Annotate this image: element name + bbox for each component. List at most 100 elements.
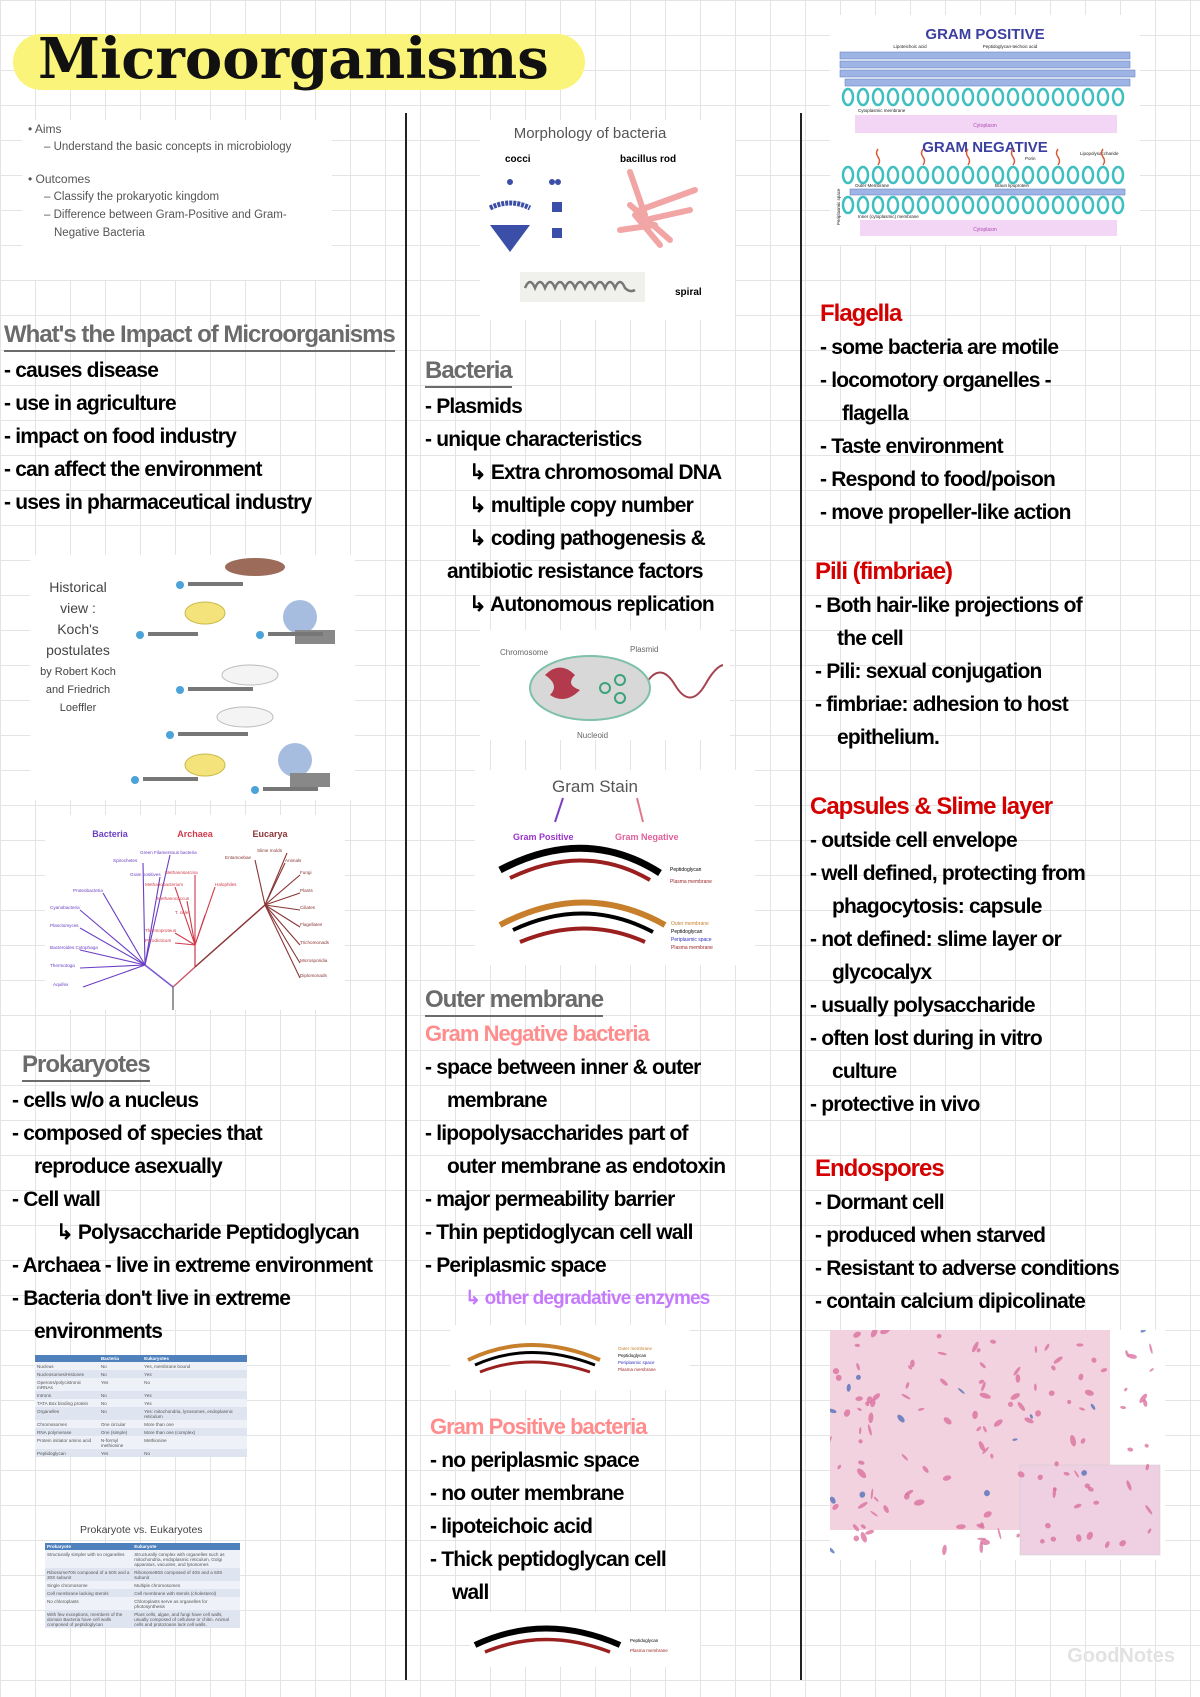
stained-cell — [979, 1362, 986, 1369]
note-line: - Periplasmic space — [425, 1254, 607, 1277]
note-line: - often lost during in vitro — [810, 1027, 1043, 1050]
stained-cell — [978, 1441, 986, 1452]
gram-positive-label: Gram Positive — [513, 832, 574, 842]
stained-cell — [1119, 1540, 1126, 1547]
gram-stain-title: Gram Stain — [552, 777, 638, 796]
cytoplasm-band — [860, 220, 1117, 236]
wall-label: Lipopolysaccharide — [1080, 151, 1119, 156]
cell-label: Nucleoid — [577, 731, 608, 740]
stained-cell — [1090, 1403, 1096, 1410]
stained-cell — [1076, 1534, 1082, 1542]
table-cell: Yes — [98, 1449, 143, 1457]
note-line: phagocytosis: capsule — [832, 895, 1042, 918]
stained-cell — [852, 1524, 860, 1532]
stained-cell — [1012, 1438, 1018, 1441]
lipopolysaccharide — [965, 148, 971, 166]
stained-cell — [910, 1359, 915, 1368]
note-line: - well defined, protecting from — [810, 862, 1086, 885]
stained-cell — [1017, 1471, 1025, 1478]
stained-cell — [1100, 1368, 1108, 1373]
koch-title-line: Koch's — [57, 621, 99, 637]
tree-branch — [174, 886, 196, 946]
membrane-lipid — [1021, 195, 1035, 215]
tree-branch — [79, 949, 146, 966]
table-cell: Nucleosomes/Histones — [35, 1370, 99, 1378]
lipopolysaccharide — [1010, 148, 1016, 166]
membrane-lipid — [1081, 87, 1095, 107]
stained-cell — [865, 1529, 875, 1535]
note-line: - use in agriculture — [4, 392, 177, 415]
gram-positive-section: Gram Positive bacteria - no periplasmic … — [430, 1410, 667, 1609]
table-header: Bacteria — [98, 1355, 143, 1362]
tree-branch — [264, 904, 301, 979]
goodnotes-watermark: GoodNotes — [1067, 1645, 1175, 1667]
stained-cell — [846, 1383, 851, 1392]
stained-cell — [1139, 1393, 1148, 1403]
membrane-lipid — [916, 165, 930, 185]
table-cell: RNA polymerase — [35, 1428, 99, 1436]
table-header: Prokaryote — [45, 1543, 133, 1550]
note-line: ↳ Extra chromosomal DNA — [469, 461, 722, 484]
table-cell: With few exceptions, members of the doma… — [45, 1610, 133, 1628]
tree-branch — [264, 904, 301, 964]
table-cell: One (simple) — [98, 1428, 143, 1436]
table-cell: Organelles — [35, 1407, 99, 1420]
note-line: - Pili: sexual conjugation — [815, 660, 1042, 683]
tree-taxon-label: Halophiles — [215, 882, 237, 887]
stained-cell — [1078, 1373, 1084, 1381]
membrane-lipid — [976, 87, 990, 107]
stained-cell — [1048, 1390, 1055, 1396]
table-cell: Structurally complex with organelles suc… — [132, 1550, 240, 1568]
aims-outcomes-card: • Aims – Understand the basic concepts i… — [22, 120, 332, 280]
stained-cell — [1024, 1417, 1034, 1424]
stained-cell — [1051, 1365, 1056, 1371]
note-line: the cell — [837, 627, 904, 650]
note-line: - Plasmids — [425, 395, 523, 418]
membrane-lipid — [1006, 165, 1020, 185]
membrane-lipid — [886, 165, 900, 185]
tree-branch — [82, 964, 146, 988]
enzymes-note: ↳ other degradative enzymes — [465, 1288, 710, 1309]
membrane-lipid — [1036, 165, 1050, 185]
stained-cell — [897, 1414, 905, 1423]
membrane-lipid — [931, 195, 945, 215]
pili-section: Pili (fimbriae) - Both hair-like project… — [815, 555, 1083, 754]
table-cell: Yes: mitochondria, lysosomes, endoplasmi… — [142, 1407, 247, 1420]
note-line: - not defined: slime layer or — [810, 928, 1062, 951]
table-cell: No chloroplasts — [45, 1597, 133, 1610]
aims-label: • Aims — [28, 122, 62, 136]
stained-cell — [1034, 1383, 1037, 1392]
stained-cell — [955, 1524, 966, 1530]
membrane-lipid — [1051, 195, 1065, 215]
table-cell: No — [142, 1449, 247, 1457]
stained-cell — [857, 1468, 867, 1479]
lipopolysaccharide — [1100, 148, 1106, 166]
membrane-lipid — [1021, 165, 1035, 185]
membrane-lipid — [1081, 165, 1095, 185]
note-line: - Thick peptidoglycan cell — [430, 1548, 667, 1571]
cell-wall-image: GRAM POSITIVE Lipoteichoic acid Peptidog… — [830, 15, 1140, 245]
membrane-lipid — [856, 165, 870, 185]
membrane-lipid — [1111, 87, 1125, 107]
wall-label: Porin — [1025, 156, 1036, 161]
stained-cell — [957, 1387, 965, 1394]
koch-postulates-image: Historical view : Koch's postulates by R… — [30, 555, 355, 800]
stained-cell — [1035, 1410, 1041, 1417]
table-cell: Methionine — [142, 1436, 247, 1449]
phylogenetic-tree-image: Bacteria Archaea Eucarya Green Filamento… — [45, 815, 345, 1010]
gram-negative-label: Gram Negative — [615, 832, 679, 842]
table-cell: Single chromosome — [45, 1581, 133, 1589]
tree-taxon-label: Methanococcus — [157, 896, 190, 901]
stained-cell — [1147, 1528, 1152, 1534]
stained-cell — [977, 1537, 987, 1541]
tree-branch — [194, 886, 216, 946]
tree-branch — [79, 909, 146, 966]
stained-cell — [1070, 1434, 1076, 1447]
cytoplasm-band — [855, 115, 1117, 133]
stained-cell — [1081, 1470, 1087, 1476]
layer-label: Plasma membrane — [670, 879, 712, 885]
wall-label: Cytoplasmic membrane — [858, 108, 906, 113]
stained-cell — [1084, 1483, 1091, 1489]
tree-branch — [264, 904, 301, 946]
